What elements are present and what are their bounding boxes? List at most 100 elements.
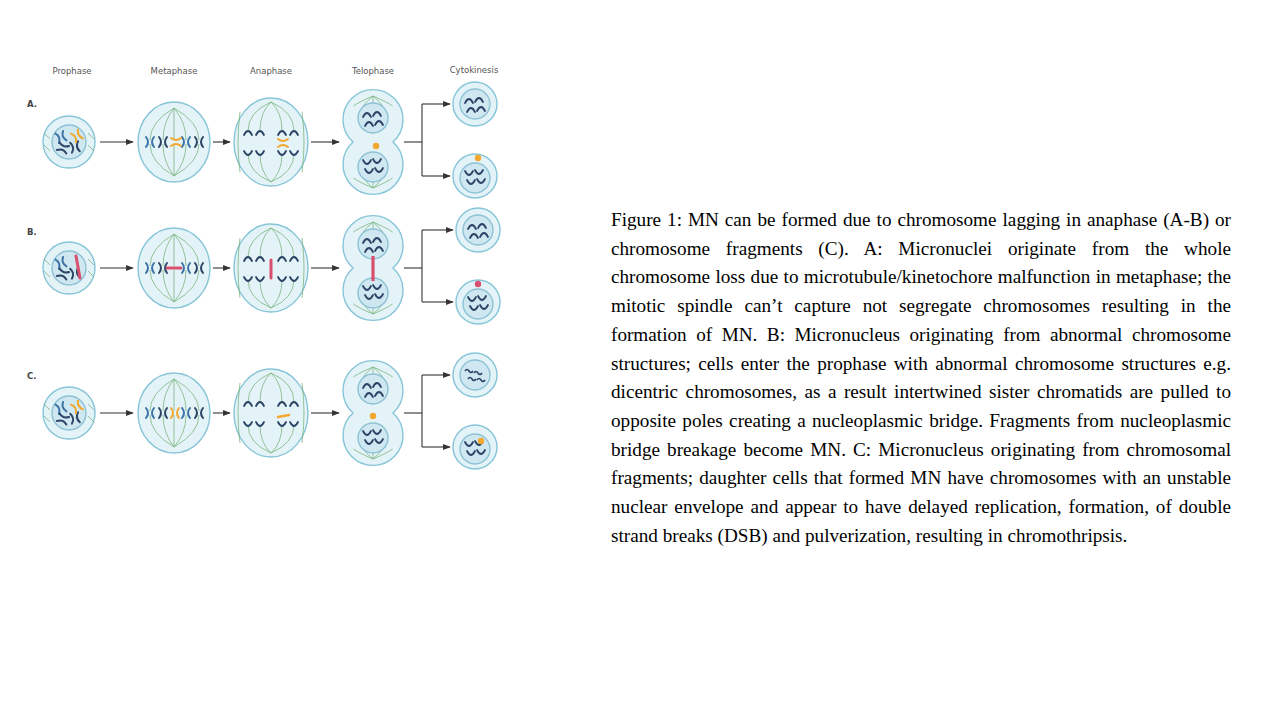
chromatid: [375, 439, 383, 443]
spindle-fiber: [302, 383, 304, 443]
spindle-fiber: [88, 271, 94, 277]
figure-caption: Figure 1: MN can be formed due to chromo…: [611, 206, 1231, 550]
cell: [234, 224, 308, 312]
chromatid: [201, 137, 203, 147]
chromatid: [363, 113, 371, 117]
flow-arrow: [213, 412, 230, 413]
chromatid: [363, 286, 371, 290]
spindle-fiber: [163, 144, 174, 176]
chromosome: [171, 138, 181, 146]
spindle-fiber: [248, 154, 271, 182]
chromatid: [477, 107, 485, 111]
chromatid: [477, 450, 485, 454]
chromatid: [171, 144, 181, 146]
chromatid: [182, 408, 184, 418]
chromatid: [373, 238, 381, 242]
cell: [234, 98, 308, 186]
spindle-fiber: [271, 228, 282, 257]
spindle-fiber: [238, 112, 240, 172]
chromatid: [70, 142, 74, 152]
chromosome: [182, 137, 190, 147]
spindle-fiber: [238, 383, 240, 443]
chromatid: [244, 277, 252, 281]
nucleus: [358, 278, 388, 308]
nucleus: [358, 103, 388, 133]
daughter-cell: [453, 425, 497, 469]
spindle-fiber: [248, 228, 271, 257]
chromatid: [467, 451, 475, 455]
spindle-fiber: [88, 404, 94, 410]
spindle-fiber: [174, 379, 186, 411]
chromatid: [146, 408, 148, 418]
nucleus: [460, 89, 490, 119]
chromatid: [290, 402, 298, 406]
chromatid: [375, 121, 383, 125]
chromosome: [56, 402, 67, 414]
chromatid: [375, 294, 383, 298]
nucleus: [358, 152, 388, 182]
chromatid: [57, 148, 67, 153]
chromatid: [278, 131, 286, 135]
spindle-fiber: [44, 404, 50, 410]
chromatid: [373, 285, 381, 289]
chromatid: [373, 430, 381, 434]
chromatid: [278, 139, 288, 141]
chromosome: [57, 143, 69, 154]
chromatid: [290, 131, 298, 135]
chromatid: [59, 269, 69, 274]
chromosome: [71, 401, 83, 414]
spindle-fiber: [260, 425, 271, 453]
chromosome-fragment: [278, 415, 289, 417]
spindle-fiber: [271, 425, 294, 453]
spindle-fiber: [271, 280, 294, 308]
cell: [43, 242, 95, 294]
phase-header: Telophase: [352, 66, 394, 76]
dividing-cell: [343, 90, 403, 195]
flow-arrow: [421, 104, 422, 176]
phase-header: Metaphase: [151, 66, 198, 76]
chromatid: [195, 263, 197, 273]
spindle-fiber: [174, 379, 199, 411]
spindle-fiber: [271, 373, 282, 402]
chromatid: [195, 408, 197, 418]
spindle-fiber: [174, 108, 175, 140]
chromatid: [363, 384, 371, 388]
spindle-fiber: [174, 415, 186, 447]
chromosome: [146, 263, 154, 273]
chromatid: [256, 131, 264, 135]
nucleus: [460, 163, 490, 193]
chromatid: [159, 408, 161, 418]
flow-arrow: [422, 301, 453, 302]
chromatid: [244, 257, 252, 261]
chromatid: [152, 263, 154, 273]
chromatid: [188, 263, 190, 273]
chromatid: [171, 408, 173, 418]
spindle-fiber: [271, 102, 282, 131]
chromatid: [278, 277, 286, 281]
spindle-fiber: [88, 259, 94, 265]
chromatid: [76, 401, 83, 411]
pulverized-chromosome: [477, 379, 485, 382]
spindle-fiber: [174, 108, 186, 140]
daughter-cell: [456, 280, 500, 324]
chromatid: [365, 169, 373, 173]
chromatid: [363, 160, 371, 164]
chromatid: [365, 295, 373, 299]
chromatid: [465, 99, 473, 103]
daughter-cell: [453, 154, 497, 198]
spindle-fiber: [163, 108, 174, 140]
nucleus: [52, 396, 86, 430]
chromatid: [195, 137, 197, 147]
spindle-fiber: [271, 280, 282, 308]
flow-arrow: [100, 141, 133, 142]
micronucleus: [478, 438, 484, 444]
chromatid: [165, 408, 167, 418]
flow-arrow: [404, 412, 422, 413]
spindle-fiber: [271, 425, 282, 453]
flow-arrow: [311, 267, 339, 268]
chromatid: [57, 419, 67, 424]
chromatid: [365, 393, 373, 397]
chromatid: [256, 422, 264, 426]
chromatid: [363, 431, 371, 435]
